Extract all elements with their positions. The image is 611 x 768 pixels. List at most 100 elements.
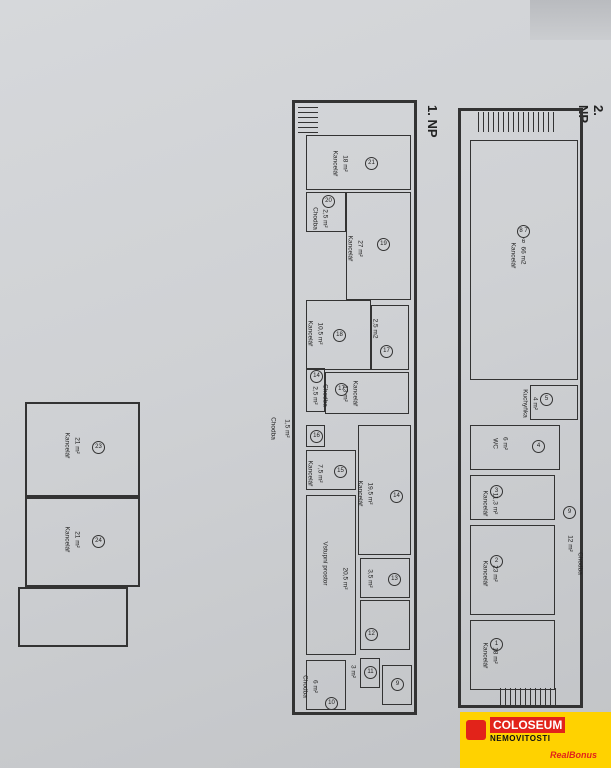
room-name: WC: [491, 438, 499, 449]
room-number: 23: [92, 441, 105, 454]
room-area: 18 m²: [341, 155, 349, 172]
room-1np-21: [306, 135, 411, 190]
floor-label-1np: 1. NP: [425, 105, 440, 138]
room-name: Kancelář: [509, 242, 517, 269]
watermark: RealBonus: [550, 750, 598, 760]
room-name: Kancelář: [306, 460, 314, 487]
room-area: 2,5 m2: [371, 318, 379, 339]
room-area: 3 m²: [349, 665, 357, 678]
room-number: 4: [532, 440, 545, 453]
room-number: 18: [333, 329, 346, 342]
room-area: 21 m²: [73, 437, 81, 454]
coloseum-emblem-icon: [466, 720, 486, 740]
room-name: Chodba: [576, 552, 584, 575]
room-2np-1: [470, 620, 555, 690]
room-area: 7,5 m²: [316, 464, 324, 483]
room-2np-8: [470, 140, 578, 380]
room-number: 1: [490, 638, 503, 651]
coloseum-logo: COLOSEUM NEMOVITOSTI RealBonus: [460, 712, 611, 768]
room-area: 1,5 m²: [283, 419, 291, 438]
room-name: Kancelář: [351, 380, 359, 407]
room-1np-17: [325, 372, 409, 414]
room-name: Kancelář: [346, 235, 354, 262]
room-number: 9: [391, 678, 404, 691]
room-area: 2,5 m²: [321, 209, 329, 228]
room-number: 14: [310, 370, 323, 383]
room-name: Kancelář: [331, 150, 339, 177]
room-name: Chodba: [269, 417, 277, 440]
room-1np-12: [360, 600, 410, 650]
room-1np-13-entry: [306, 495, 356, 655]
room-area: 27 m²: [356, 240, 364, 257]
room-name: Chodba: [301, 675, 309, 698]
room-2np-2: [470, 525, 555, 615]
room-area: 3,5 m²: [366, 569, 374, 588]
room-1np-10: [306, 660, 346, 710]
room-area: 18 m²: [491, 647, 499, 664]
room-extra-24: [25, 497, 140, 587]
stairs-1np-top: [298, 103, 318, 133]
room-number: 9: [563, 506, 576, 519]
floor-1np-outline: [292, 100, 417, 715]
room-1np-18: [306, 300, 371, 370]
logo-brand: COLOSEUM: [490, 717, 566, 733]
room-1np-16: [306, 425, 325, 447]
room-number: 3: [490, 485, 503, 498]
room-number: 14: [390, 490, 403, 503]
room-number: 21: [365, 157, 378, 170]
room-1np-14-small: [306, 368, 325, 412]
room-extra-23: [25, 402, 140, 497]
room-number: 5: [540, 393, 553, 406]
floor-2np-outline: [458, 108, 583, 708]
room-1np-14: [358, 425, 411, 555]
room-2np-4: [470, 425, 560, 470]
room-1np-9: [382, 665, 412, 705]
room-number: 17: [380, 345, 393, 358]
room-area: 4 m²: [531, 397, 539, 410]
room-2np-3: [470, 475, 555, 520]
room-number: 20: [322, 195, 335, 208]
room-number: 17: [335, 383, 348, 396]
room-1np-11: [360, 658, 380, 688]
room-number: 2: [490, 555, 503, 568]
stairs-2np-bottom: [500, 688, 560, 706]
room-name: Kancelář: [481, 490, 489, 517]
room-number: 16: [310, 430, 323, 443]
logo-subtitle: NEMOVITOSTI: [490, 734, 551, 743]
room-area: 23 m²: [491, 565, 499, 582]
room-number: 19: [377, 238, 390, 251]
room-1np-17-small: [371, 305, 409, 370]
room-area: 19,5 m²: [366, 482, 374, 505]
room-area: 6 m²: [311, 680, 319, 693]
room-name: Kancelář: [481, 560, 489, 587]
room-area: 20,5 m²: [341, 567, 349, 590]
room-area: 11,3 m²: [491, 492, 499, 515]
room-1np-19: [346, 192, 411, 300]
room-name: Vstupní prostor: [321, 541, 329, 586]
room-number: 13: [388, 573, 401, 586]
room-area: 10,5 m²: [316, 322, 324, 345]
room-name: Kancelář: [356, 480, 364, 507]
stairs-2np-top: [478, 112, 556, 132]
room-number: 8 7 6: [517, 225, 530, 245]
room-1np-15: [306, 450, 356, 490]
room-number: 24: [92, 535, 105, 548]
room-name: Kancelář: [481, 642, 489, 669]
room-name: Kancelář: [63, 432, 71, 459]
room-extra-empty: [18, 587, 128, 647]
room-area: 12 m²: [566, 535, 574, 552]
room-1np-13: [360, 558, 410, 598]
room-2np-5: [530, 385, 578, 420]
room-name: Kuchyňka: [521, 389, 529, 418]
room-name: Chodba: [311, 207, 319, 230]
room-number: 11: [364, 666, 377, 679]
paper-edge: [530, 0, 611, 40]
room-name: Kancelář: [63, 526, 71, 553]
room-number: 12: [365, 628, 378, 641]
room-1np-20: [306, 192, 346, 232]
room-area: 6 m²: [501, 437, 509, 450]
room-area: 21 m²: [73, 531, 81, 548]
room-name: Chodba: [321, 384, 329, 407]
room-area: 2,5 m²: [311, 386, 319, 405]
room-area: 66 m2: [519, 246, 527, 265]
